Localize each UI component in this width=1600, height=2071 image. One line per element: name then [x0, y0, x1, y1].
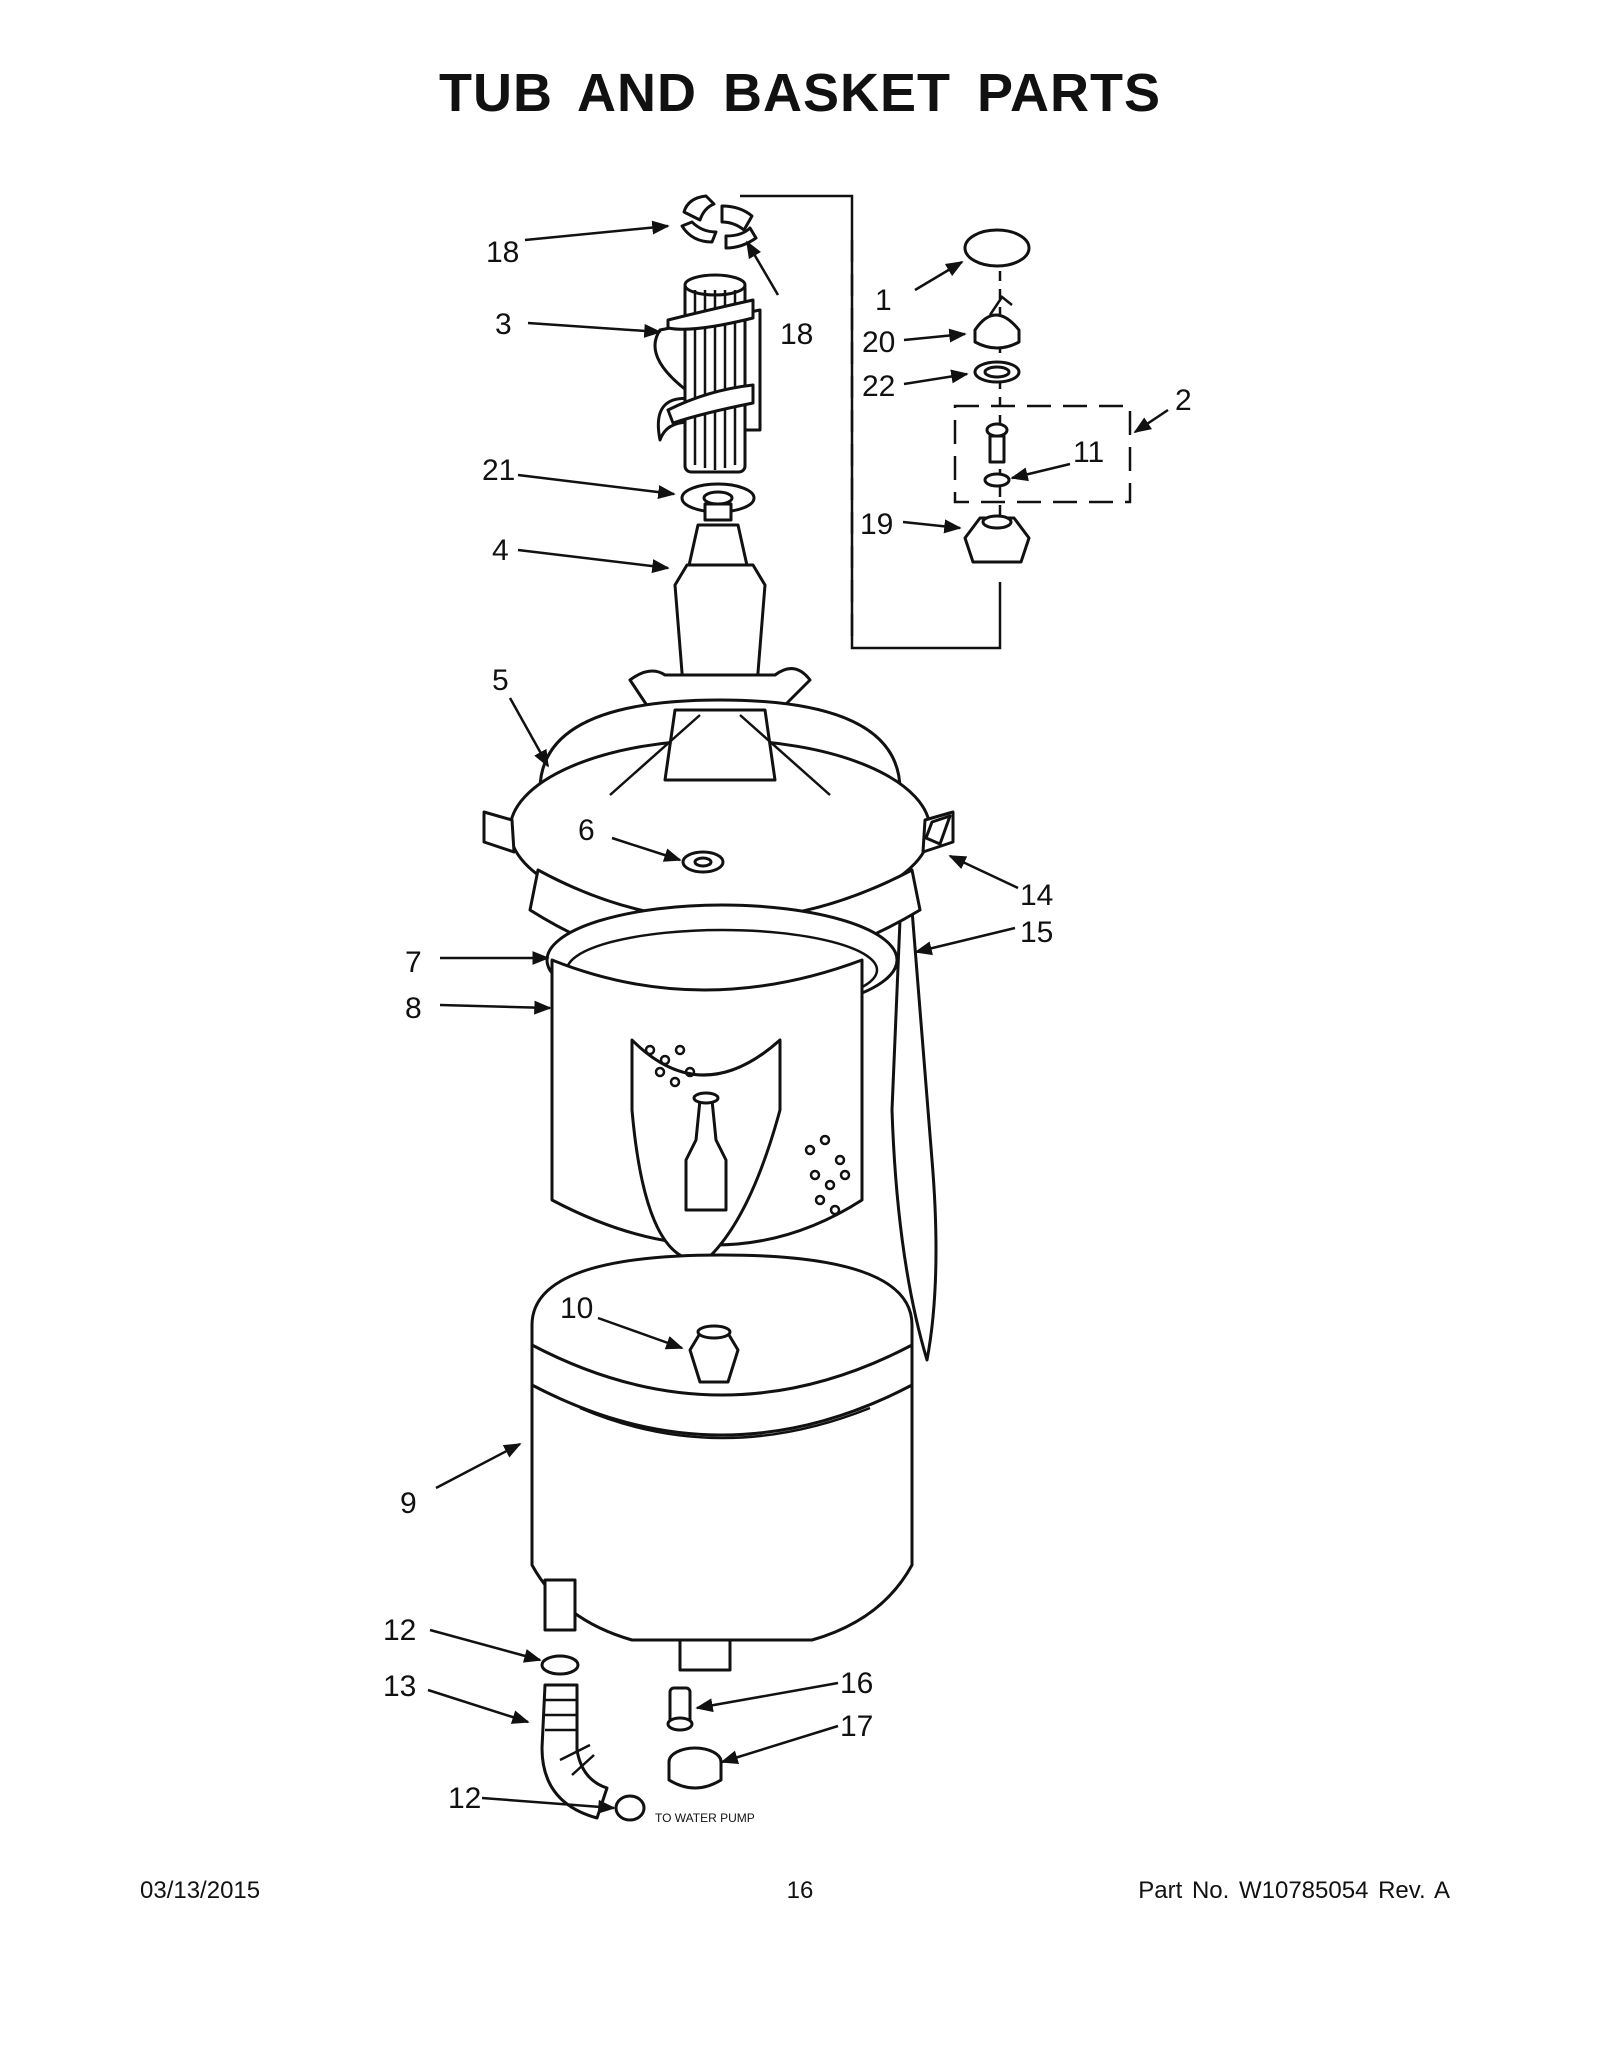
part-13-hose — [540, 1683, 609, 1820]
callout-4: 4 — [492, 534, 509, 567]
part-22-washer — [973, 360, 1021, 384]
page-title: TUB AND BASKET PARTS — [439, 63, 1161, 123]
assembly-bracket-lines — [740, 194, 1132, 650]
callout-14: 14 — [1020, 879, 1053, 912]
callout-10: 10 — [560, 1292, 593, 1325]
part-18-clip — [680, 194, 758, 250]
footer-date: 03/13/2015 — [140, 1877, 261, 1904]
part-10-bearing — [688, 1324, 740, 1384]
callout-5: 5 — [492, 664, 509, 697]
part-12-clamp-upper — [540, 1654, 580, 1676]
callout-1: 1 — [875, 284, 892, 317]
part-11-bolt — [983, 422, 1011, 488]
part-12-clamp-lower — [614, 1794, 646, 1822]
part-3-auger — [653, 273, 762, 474]
callout-3: 3 — [495, 308, 512, 341]
part-20-cover — [973, 295, 1021, 350]
part-17-nut — [667, 1746, 723, 1790]
part-9-outer-tub — [530, 1253, 914, 1672]
callout-16: 16 — [840, 1667, 873, 1700]
callout-21: 21 — [482, 454, 515, 487]
footer-page-number: 16 — [786, 1877, 814, 1904]
callout-18-right: 18 — [780, 318, 813, 351]
part-19-hub — [963, 514, 1031, 564]
callout-22: 22 — [862, 370, 895, 403]
callout-13: 13 — [383, 1670, 416, 1703]
callout-15: 15 — [1020, 916, 1053, 949]
part-1-cap — [963, 228, 1031, 268]
callout-9: 9 — [400, 1487, 417, 1520]
callout-18-left: 18 — [486, 236, 519, 269]
callout-19: 19 — [860, 508, 893, 541]
callout-7: 7 — [405, 946, 422, 979]
callout-17: 17 — [840, 1710, 873, 1743]
callout-6: 6 — [578, 814, 595, 847]
part-5-tub-cover — [482, 667, 955, 922]
to-water-pump-note: TO WATER PUMP — [655, 1811, 755, 1825]
callout-11: 11 — [1073, 436, 1104, 469]
part-4-agitator — [673, 502, 767, 687]
part-16-screw — [666, 1686, 694, 1732]
part-8-basket — [550, 958, 864, 1263]
part-15-strip — [890, 908, 938, 1362]
callout-20: 20 — [862, 326, 895, 359]
footer-part-number: Part No. W10785054 Rev. A — [1138, 1877, 1450, 1904]
part-14-clip — [924, 814, 952, 846]
callout-leaders — [427, 220, 1169, 1814]
assembly-2-dashed-box — [953, 404, 1132, 504]
callout-8: 8 — [405, 992, 422, 1025]
callout-12-lower: 12 — [448, 1782, 481, 1815]
part-6-nut — [681, 850, 725, 874]
callout-2: 2 — [1175, 384, 1192, 417]
callout-12-upper: 12 — [383, 1614, 416, 1647]
